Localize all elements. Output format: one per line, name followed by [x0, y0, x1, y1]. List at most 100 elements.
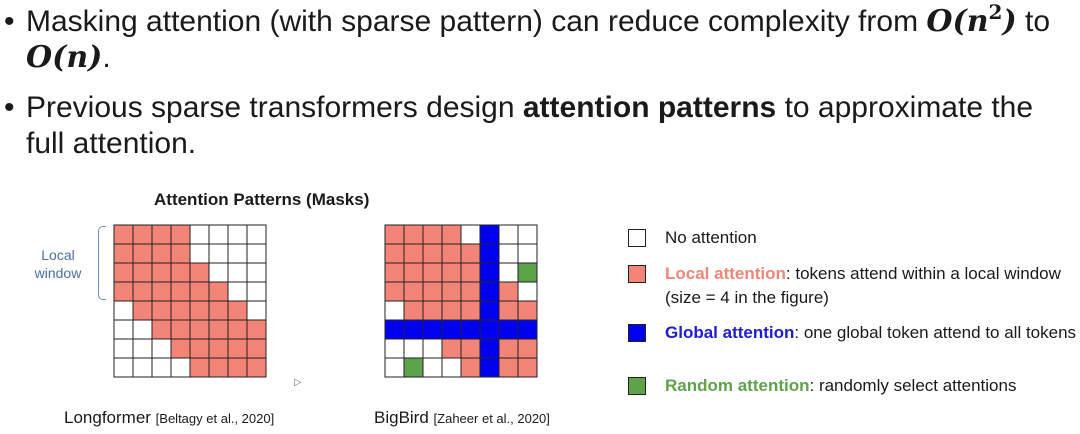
longformer-cell-none [246, 243, 267, 264]
longformer-cell-local [170, 281, 191, 302]
longformer-cell-none [113, 319, 134, 340]
bigbird-cell-global [479, 300, 500, 321]
bigbird-cell-local [498, 300, 519, 321]
longformer-cell-local [208, 319, 229, 340]
legend-term: Random attention [665, 376, 810, 395]
longformer-cell-local [189, 281, 210, 302]
bullet-text-middle: to [1016, 5, 1051, 38]
bigbird-cell-local [441, 243, 462, 264]
bigbird-cell-local [403, 262, 424, 283]
bigbird-cell-none [422, 357, 443, 378]
bigbird-name: BigBird [374, 408, 429, 427]
bigbird-cell-global [441, 319, 462, 340]
longformer-cell-none [132, 319, 153, 340]
bullet-text-after: . [102, 41, 111, 74]
bigbird-cell-local [517, 338, 538, 359]
bigbird-cell-local [441, 338, 462, 359]
bigbird-cell-local [403, 300, 424, 321]
bigbird-cell-global [403, 319, 424, 340]
longformer-cell-local [151, 224, 172, 245]
longformer-cell-local [189, 357, 210, 378]
bigbird-cell-random [517, 262, 538, 283]
bigbird-cell-random [403, 357, 424, 378]
bigbird-citation: [Zaheer et al., 2020] [433, 411, 550, 426]
longformer-cell-local [113, 243, 134, 264]
bullet-text-after: to approximate the full attention. [26, 91, 1034, 160]
bigbird-cell-global [479, 243, 500, 264]
longformer-cell-none [208, 262, 229, 283]
bigbird-cell-global [479, 357, 500, 378]
longformer-cell-local [208, 300, 229, 321]
mouse-cursor-icon: ▷ [294, 377, 302, 388]
bigbird-cell-local [517, 357, 538, 378]
longformer-cell-local [151, 262, 172, 283]
longformer-cell-none [227, 262, 248, 283]
longformer-cell-local [170, 224, 191, 245]
longformer-cell-local [113, 262, 134, 283]
bigbird-cell-none [517, 281, 538, 302]
bigbird-cell-none [498, 224, 519, 245]
longformer-cell-local [246, 319, 267, 340]
longformer-cell-local [208, 338, 229, 359]
longformer-citation: [Beltagy et al., 2020] [155, 411, 275, 426]
bigbird-cell-local [441, 300, 462, 321]
bigbird-cell-none [384, 300, 405, 321]
longformer-cell-local [132, 224, 153, 245]
math-from: O(n2) [926, 2, 1016, 39]
bigbird-cell-global [498, 319, 519, 340]
longformer-cell-local [151, 243, 172, 264]
bigbird-cell-none [498, 262, 519, 283]
bigbird-cell-local [384, 262, 405, 283]
legend-desc: : randomly select attentions [809, 376, 1017, 395]
longformer-cell-local [208, 281, 229, 302]
longformer-cell-none [151, 357, 172, 378]
longformer-cell-none [132, 357, 153, 378]
bullet-text: Previous sparse transformers design atte… [26, 90, 1076, 162]
bigbird-cell-local [403, 224, 424, 245]
bigbird-cell-local [422, 243, 443, 264]
longformer-cell-none [113, 338, 134, 359]
longformer-cell-local [189, 338, 210, 359]
legend-text: Global attention: one global token atten… [665, 321, 1080, 345]
longformer-caption: Longformer [Beltagy et al., 2020] [64, 408, 274, 428]
bigbird-cell-global [422, 319, 443, 340]
bigbird-cell-none [498, 243, 519, 264]
longformer-cell-local [227, 319, 248, 340]
bigbird-cell-global [460, 319, 481, 340]
longformer-cell-local [208, 357, 229, 378]
longformer-cell-local [132, 262, 153, 283]
bigbird-cell-none [517, 224, 538, 245]
bigbird-cell-local [422, 281, 443, 302]
bullet-text-before: Previous sparse transformers design [26, 91, 523, 124]
longformer-name: Longformer [64, 408, 151, 427]
local-window-label-line1: Local [41, 247, 75, 263]
bullet-bold-term: attention patterns [522, 91, 777, 124]
longformer-cell-none [246, 281, 267, 302]
bigbird-cell-none [422, 338, 443, 359]
bigbird-cell-local [441, 281, 462, 302]
bigbird-cell-local [498, 281, 519, 302]
legend-text: No attention [665, 226, 1080, 250]
longformer-cell-local [189, 319, 210, 340]
bigbird-cell-local [460, 243, 481, 264]
bigbird-cell-none [441, 357, 462, 378]
bigbird-cell-global [479, 319, 500, 340]
bigbird-cell-none [384, 338, 405, 359]
longformer-mask-grid [113, 224, 267, 378]
bigbird-cell-local [460, 300, 481, 321]
legend-desc: : one global token attend to all tokens [794, 323, 1077, 342]
bigbird-cell-global [479, 262, 500, 283]
longformer-cell-none [227, 224, 248, 245]
bullet-dot: • [4, 91, 15, 124]
bigbird-cell-local [460, 338, 481, 359]
legend-swatch-random [628, 377, 646, 395]
longformer-cell-local [246, 357, 267, 378]
math-from-exponent: 2 [988, 0, 1003, 24]
legend-desc: : tokens attend within a local window (s… [665, 264, 1061, 307]
longformer-cell-local [132, 300, 153, 321]
longformer-cell-local [113, 224, 134, 245]
legend-swatch-local [628, 265, 646, 283]
longformer-cell-local [151, 281, 172, 302]
bigbird-cell-local [384, 243, 405, 264]
bigbird-cell-global [479, 281, 500, 302]
